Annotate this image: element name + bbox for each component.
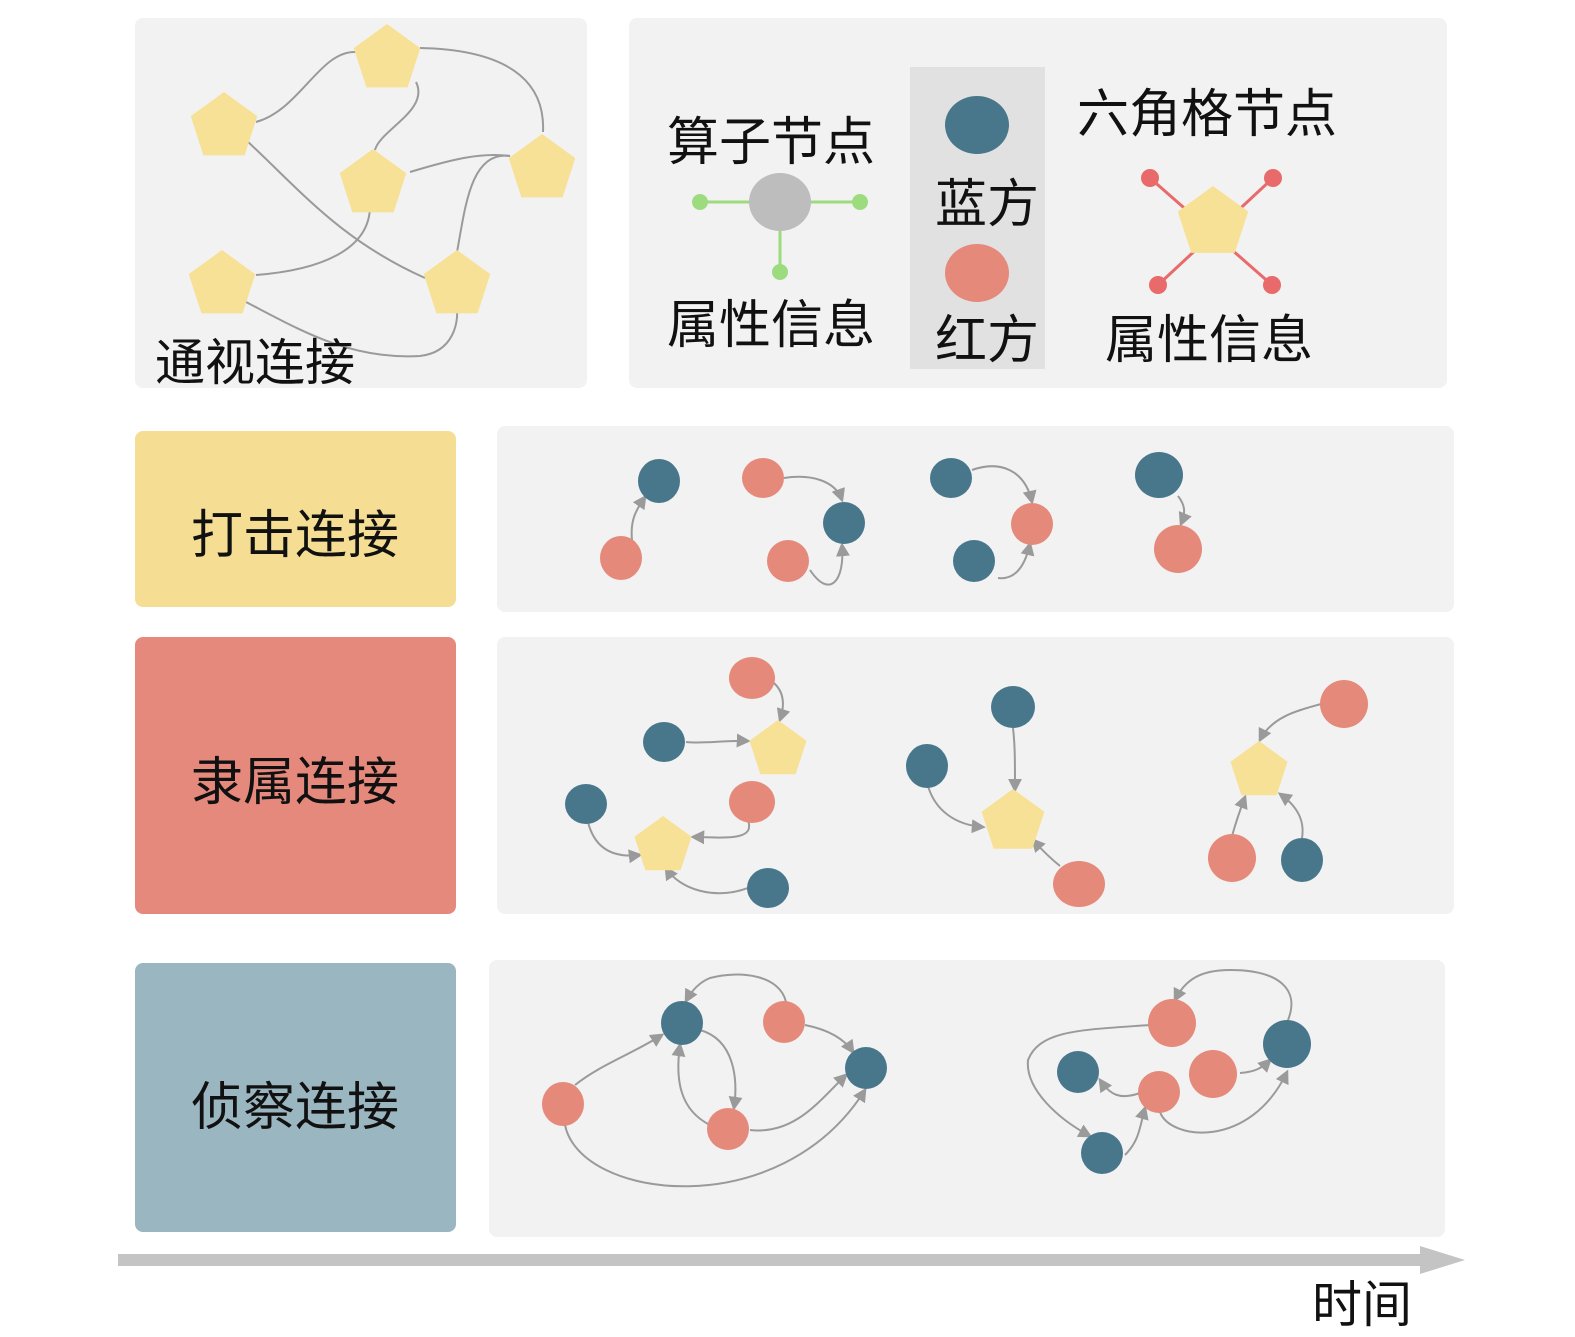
strike-label-box (135, 431, 456, 607)
hex-attr-label: 属性信息 (1105, 311, 1313, 371)
blue-side-circle (945, 96, 1009, 154)
recon-row: 侦察连接 (135, 960, 1445, 1237)
subordinate-label: 隶属连接 (191, 753, 399, 813)
visibility-panel: 通视连接 (135, 18, 587, 392)
red-side-circle (945, 244, 1009, 302)
legend-panel: 算子节点 属性信息 蓝方 红方 六角格节点 (629, 18, 1447, 388)
blue-side-label: 蓝方 (935, 175, 1039, 235)
strike-label: 打击连接 (191, 506, 399, 566)
strike-row: 打击连接 (135, 426, 1454, 612)
recon-panel (489, 960, 1445, 1237)
operator-attr-label: 属性信息 (667, 296, 875, 356)
time-label: 时间 (1312, 1276, 1412, 1334)
subordinate-row: 隶属连接 (135, 637, 1454, 914)
side-legend: 蓝方 红方 (910, 67, 1045, 371)
recon-label-box (135, 963, 456, 1232)
timeline-arrow-icon (1420, 1246, 1465, 1274)
timeline: 时间 (118, 1246, 1465, 1334)
red-side-label: 红方 (935, 311, 1039, 371)
operator-node-circle (749, 173, 811, 231)
operator-node-label: 算子节点 (667, 113, 875, 173)
hex-node-legend: 六角格节点 属性信息 (1077, 85, 1337, 371)
recon-label: 侦察连接 (191, 1078, 399, 1138)
strike-panel (497, 426, 1454, 612)
operator-node-legend: 算子节点 属性信息 (667, 113, 875, 356)
visibility-edges (245, 47, 545, 358)
timeline-bar (118, 1254, 1428, 1266)
subordinate-label-box (135, 637, 456, 914)
hex-node-label: 六角格节点 (1077, 85, 1337, 145)
visibility-label: 通视连接 (155, 334, 355, 392)
